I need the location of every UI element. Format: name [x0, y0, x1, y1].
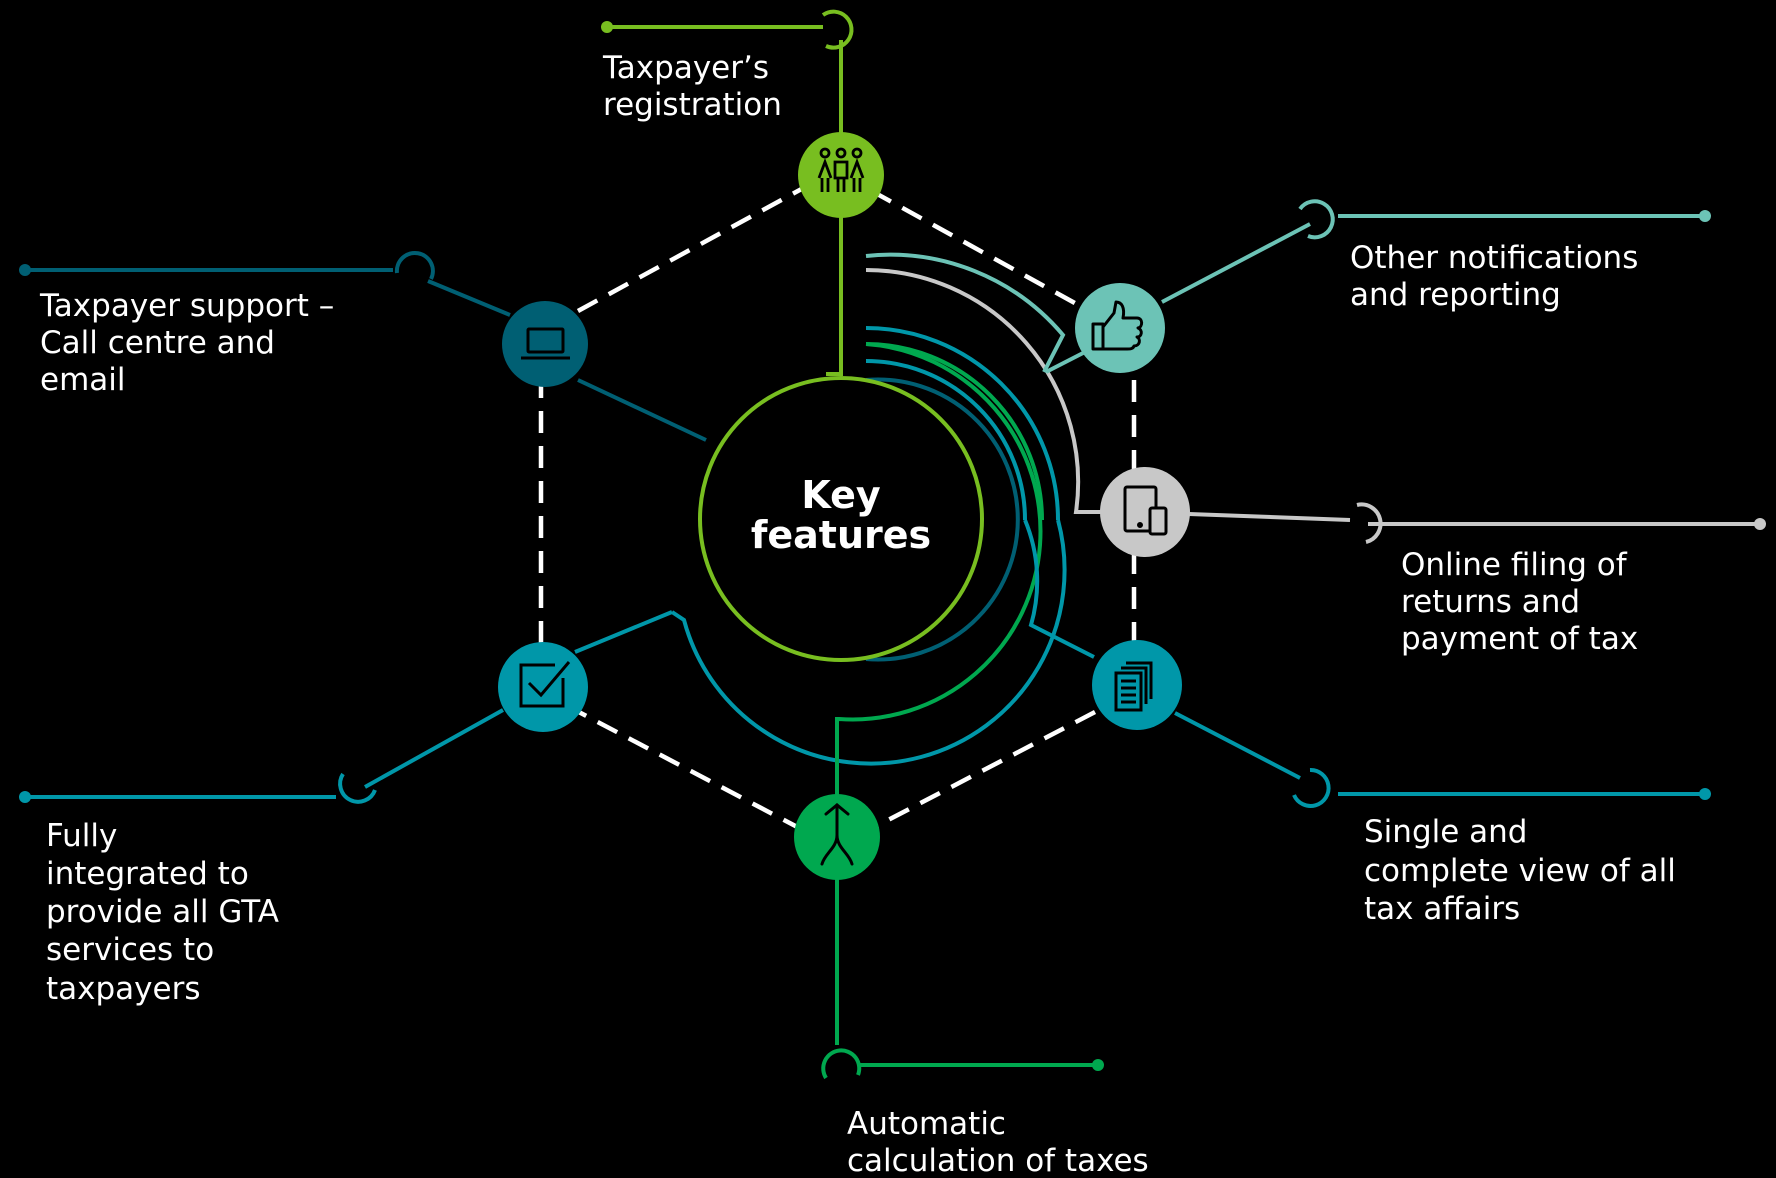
arc-dark-teal: [865, 377, 1020, 662]
center-title-line2: features: [751, 513, 931, 557]
notifications-node: [1075, 283, 1165, 373]
hexagon-dashed-outline: [538, 172, 1137, 832]
notifications-label: Other notifications and reporting: [1350, 240, 1648, 313]
devices-icon: [1123, 485, 1168, 536]
registration-label: Taxpayer’s registration: [602, 50, 782, 123]
registration-node: [798, 132, 884, 218]
laptop-icon: [521, 327, 570, 360]
center-hub: Key features: [698, 213, 984, 662]
arc-teal-right-bottom: [1023, 519, 1095, 659]
arc-grey: [865, 268, 1102, 514]
feature-online-filing: Online filing of returns and payment of …: [1100, 467, 1766, 657]
arc-mint: [865, 252, 1066, 373]
feature-integrated: Fully integrated to provide all GTA serv…: [19, 610, 673, 1007]
arc-teal-1: [865, 359, 1027, 521]
thumbs-up-icon: [1091, 300, 1144, 351]
feature-auto-calc: Automatic calculation of taxes: [794, 794, 1149, 1178]
checkbox-icon: [519, 661, 571, 708]
support-label: Taxpayer support – Call centre and email: [39, 288, 344, 398]
feature-notifications: Other notifications and reporting: [1045, 199, 1711, 374]
online-filing-node: [1100, 467, 1190, 557]
people-icon: [817, 147, 865, 192]
auto-calc-label: Automatic calculation of taxes: [847, 1106, 1149, 1178]
online-filing-label: Online filing of returns and payment of …: [1401, 547, 1638, 657]
documents-icon: [1114, 661, 1153, 712]
center-title-line1: Key: [801, 473, 881, 517]
support-node: [502, 301, 588, 387]
feature-support: Taxpayer support – Call centre and email: [19, 251, 707, 442]
integrated-node: [498, 642, 588, 732]
arc-teal-bottom: [670, 519, 1067, 766]
single-view-label: Single and complete view of all tax affa…: [1364, 814, 1686, 927]
center-lime-connector: [826, 213, 843, 376]
arc-green-bottom: [835, 342, 1043, 808]
integrated-label: Fully integrated to provide all GTA serv…: [46, 818, 289, 1007]
center-arcs: [670, 252, 1102, 808]
arc-teal-2: [865, 326, 1060, 521]
feature-registration: Taxpayer’s registration: [601, 9, 884, 218]
arc-green-1: [865, 342, 1044, 521]
merge-arrow-icon: [820, 803, 854, 866]
feature-single-view: Single and complete view of all tax affa…: [1092, 640, 1711, 927]
